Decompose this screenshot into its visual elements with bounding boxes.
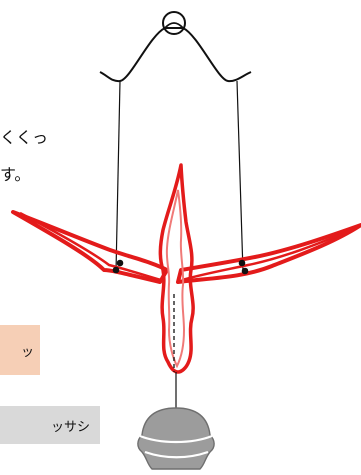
weight-shape [137,407,215,470]
right-wing-inner [181,227,356,282]
hanger-hook-icon [162,11,186,35]
explanation-text-line-1: くくっ [0,128,49,147]
hanger-wire [99,27,252,83]
left-attach-dot-bottom [112,266,120,274]
explanation-text-line-2: す。 [0,165,31,184]
right-wing-outline [176,223,361,284]
left-wing-inner [19,211,162,282]
right-attach-dot-bottom [241,267,249,275]
bird-body [158,163,195,410]
bird-body-outline [158,163,195,374]
orange-label-text: ッ [20,344,34,360]
weight-rim-lower [144,450,209,459]
left-string [115,80,121,273]
hanger-hook-cross [164,22,184,29]
attachment-points [112,259,249,275]
gray-label-box [0,406,100,444]
hanger [99,11,252,273]
left-attach-dot-top [116,259,124,267]
orange-label-box [0,325,40,375]
counterweight-icon [137,407,215,470]
bird-wings [11,210,361,284]
bird-body-inner [165,189,186,369]
right-attach-dot-top [238,259,246,267]
right-string [236,80,244,273]
gray-label-text: ッサシ [50,419,90,435]
weight-rim [139,434,213,444]
